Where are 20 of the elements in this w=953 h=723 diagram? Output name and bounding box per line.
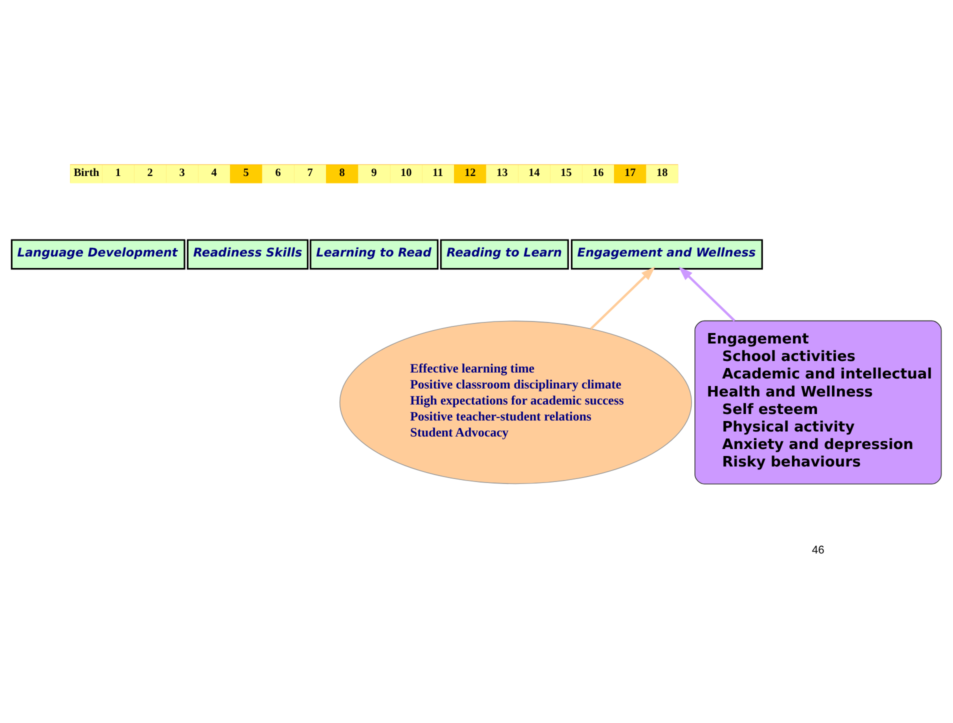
- label: 2: [147, 166, 153, 179]
- label: 13: [496, 166, 508, 179]
- label: 18: [656, 166, 668, 179]
- label: 14: [528, 166, 540, 179]
- label: 17: [624, 166, 636, 179]
- label: 4: [211, 166, 217, 179]
- label: 9: [371, 166, 377, 179]
- label: Birth: [74, 166, 100, 179]
- label: 46: [812, 544, 824, 556]
- label: 15: [560, 166, 572, 179]
- label: 5: [243, 166, 249, 179]
- label: 8: [339, 166, 345, 179]
- label: 1: [115, 166, 121, 179]
- label: 6: [275, 166, 281, 179]
- label: 10: [400, 166, 412, 179]
- label: 11: [432, 166, 444, 179]
- label: 7: [307, 166, 313, 179]
- label: 16: [592, 166, 604, 179]
- label: 3: [179, 166, 185, 179]
- label: 12: [464, 166, 476, 179]
